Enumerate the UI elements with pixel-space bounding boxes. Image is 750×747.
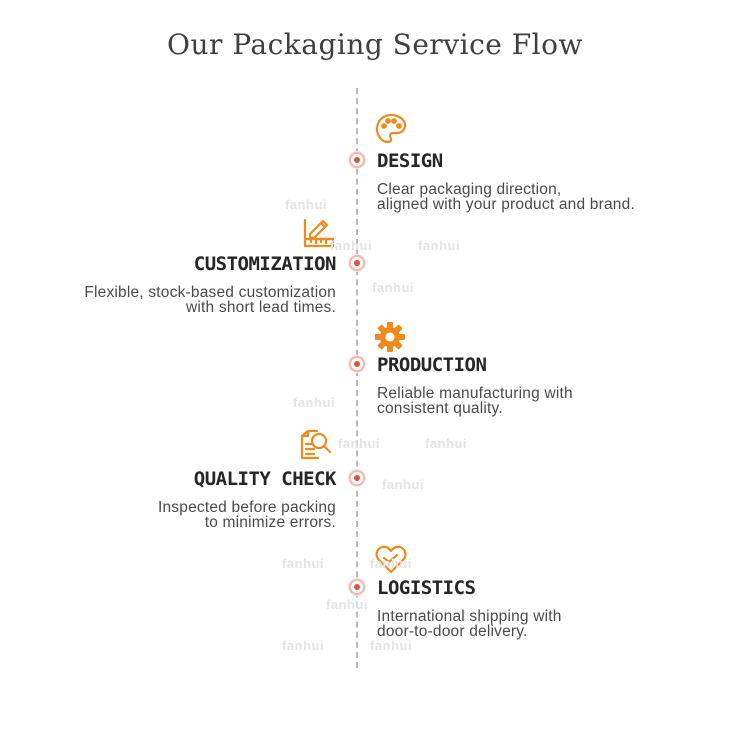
timeline-dot — [349, 470, 365, 486]
palette-icon — [374, 112, 408, 146]
watermark: fanhui — [418, 238, 460, 253]
watermark: fanhui — [382, 477, 424, 492]
watermark: fanhui — [425, 436, 467, 451]
watermark: fanhui — [330, 238, 372, 253]
step-title: DESIGN — [377, 150, 443, 172]
step-description-line: with short lead times. — [186, 299, 336, 316]
step-description-line: aligned with your product and brand. — [377, 196, 635, 213]
watermark: fanhui — [285, 197, 327, 212]
timeline-dot — [349, 579, 365, 595]
watermark: fanhui — [372, 280, 414, 295]
gear-icon — [373, 320, 407, 354]
step-description-line: Clear packaging direction, — [377, 181, 562, 198]
step-description-line: consistent quality. — [377, 400, 503, 417]
document-magnifier-icon — [298, 428, 332, 462]
watermark: fanhui — [282, 556, 324, 571]
heart-outline-icon — [374, 542, 408, 576]
step-title: QUALITY CHECK — [193, 468, 337, 490]
ruler-pencil-icon — [302, 215, 336, 249]
watermark: fanhui — [326, 597, 368, 612]
step-description-line: Flexible, stock-based customization — [84, 284, 336, 301]
timeline-line — [356, 88, 358, 668]
step-description-line: door-to-door delivery. — [377, 623, 528, 640]
step-description-line: Inspected before packing — [157, 499, 336, 516]
watermark: fanhui — [338, 436, 380, 451]
watermark: fanhui — [370, 638, 412, 653]
step-title: CUSTOMIZATION — [193, 253, 337, 275]
page-title: Our Packaging Service Flow — [167, 28, 583, 61]
watermark: fanhui — [293, 395, 335, 410]
step-title: PRODUCTION — [377, 354, 487, 376]
timeline-dot — [349, 152, 365, 168]
step-description-line: Reliable manufacturing with — [377, 385, 573, 402]
step-title: LOGISTICS — [377, 577, 476, 599]
timeline-dot — [349, 255, 365, 271]
step-description-line: to minimize errors. — [204, 514, 336, 531]
timeline-dot — [349, 356, 365, 372]
watermark: fanhui — [282, 638, 324, 653]
step-description-line: International shipping with — [377, 608, 562, 625]
